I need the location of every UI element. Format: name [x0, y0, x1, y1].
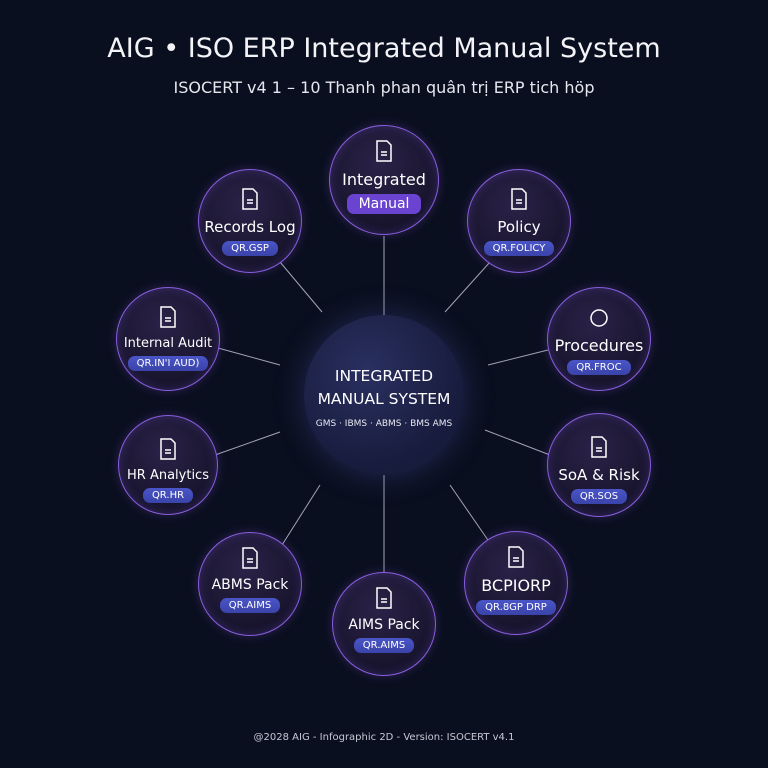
- node-label: BCPIORP: [481, 576, 551, 595]
- node-label: AIMS Pack: [348, 617, 420, 633]
- circle-icon: [548, 308, 650, 332]
- node-hr-analytics[interactable]: HR Analytics QR.HR: [118, 415, 218, 515]
- node-label: SoA & Risk: [558, 466, 640, 484]
- node-code: QR.FROC: [567, 360, 631, 375]
- document-icon: [333, 587, 435, 613]
- node-code: QR.FOLICY: [483, 241, 555, 256]
- document-icon: [330, 140, 438, 166]
- page-title: AIG • ISO ERP Integrated Manual System: [107, 33, 661, 64]
- center-modules: GMS · IBMS · ABMS · BMS AMS: [315, 419, 453, 429]
- connector-line: [217, 347, 281, 366]
- node-aims-pack[interactable]: AIMS Pack QR.AIMS: [332, 572, 436, 676]
- node-label: Records Log: [204, 218, 296, 236]
- connector-line: [281, 484, 321, 546]
- node-label: Procedures: [554, 336, 644, 355]
- node-procedures[interactable]: Procedures QR.FROC: [547, 287, 651, 391]
- footer-credit: @2028 AIG - Infographic 2D - Version: IS…: [253, 732, 515, 743]
- center-title-line1: INTEGRATED: [334, 367, 434, 385]
- document-icon: [468, 188, 570, 214]
- connector-line: [487, 349, 549, 366]
- page-subtitle: ISOCERT v4 1 – 10 Thanh phan quân trị ER…: [173, 78, 595, 97]
- node-code: QR.AIMS: [219, 598, 281, 613]
- node-records-log[interactable]: Records Log QR.GSP: [198, 169, 302, 273]
- node-code: QR.IN'I AUD): [127, 356, 209, 371]
- node-abms-pack[interactable]: ABMS Pack QR.AIMS: [198, 532, 302, 636]
- node-label: ABMS Pack: [211, 577, 289, 593]
- node-bcpiorp[interactable]: BCPIORP QR.8GP DRP: [464, 531, 568, 635]
- connector-line: [444, 261, 491, 313]
- node-soa-risk[interactable]: SoA & Risk QR.SOS: [547, 413, 651, 517]
- center-hub: INTEGRATED MANUAL SYSTEM GMS · IBMS · ABM…: [304, 315, 464, 475]
- node-label: Integrated: [342, 170, 426, 189]
- node-code: QR.AIMS: [353, 638, 415, 653]
- connector-line: [449, 484, 491, 544]
- document-icon: [199, 188, 301, 214]
- document-icon: [465, 546, 567, 572]
- connector-line: [279, 261, 323, 313]
- document-icon: [548, 436, 650, 462]
- connector-line: [214, 431, 281, 456]
- node-label: Policy: [497, 218, 541, 236]
- node-integrated-manual[interactable]: Integrated Manual: [329, 125, 439, 235]
- node-code: QR.SOS: [570, 489, 628, 504]
- node-label: Internal Audit: [123, 336, 213, 351]
- document-icon: [117, 306, 219, 332]
- connector-line: [484, 429, 551, 456]
- document-icon: [199, 547, 301, 573]
- node-policy[interactable]: Policy QR.FOLICY: [467, 169, 571, 273]
- node-code: QR.HR: [142, 488, 194, 503]
- document-icon: [119, 438, 217, 464]
- node-code: QR.GSP: [222, 241, 278, 256]
- node-label: HR Analytics: [127, 468, 209, 483]
- center-title-line2: MANUAL SYSTEM: [317, 390, 451, 408]
- node-internal-audit[interactable]: Internal Audit QR.IN'I AUD): [116, 287, 220, 391]
- node-code: QR.8GP DRP: [476, 600, 556, 615]
- node-code: Manual: [346, 194, 422, 214]
